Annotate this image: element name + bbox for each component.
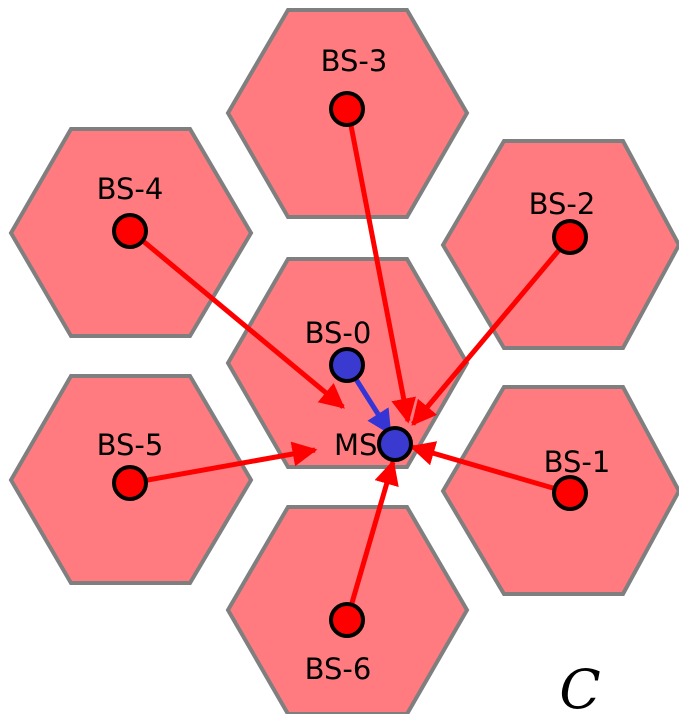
ms-node (377, 426, 413, 462)
bs-2-label: BS-2 (529, 187, 596, 221)
interference-link-bs-4 (129, 229, 345, 409)
bs-1-label: BS-1 (544, 445, 611, 479)
corner-letter: C (559, 658, 600, 714)
ms-label: MS (334, 428, 377, 462)
bs-1-node (552, 475, 588, 511)
interference-link-bs-5 (130, 441, 318, 486)
bs-0-node (329, 347, 365, 383)
bs-6-label: BS-6 (305, 652, 372, 686)
bs-4-label: BS-4 (97, 172, 164, 206)
interference-link-bs-1 (409, 441, 571, 496)
bs-0-label: BS-0 (305, 316, 372, 350)
bs-2-node (552, 219, 588, 255)
bs-3-node (329, 91, 365, 127)
interference-link-bs-2 (411, 235, 572, 426)
bs-3-label: BS-3 (321, 44, 388, 78)
bs-4-node (112, 213, 148, 249)
interference-link-bs-6 (344, 459, 399, 621)
bs-5-node (112, 465, 148, 501)
interference-link-bs-3 (345, 109, 417, 424)
bs-5-label: BS-5 (97, 428, 164, 462)
node-group (112, 91, 588, 638)
label-group: BS-3 BS-4 BS-2 BS-0 BS-5 BS-1 BS-6 MS (97, 44, 611, 686)
bs-6-node (329, 602, 365, 638)
